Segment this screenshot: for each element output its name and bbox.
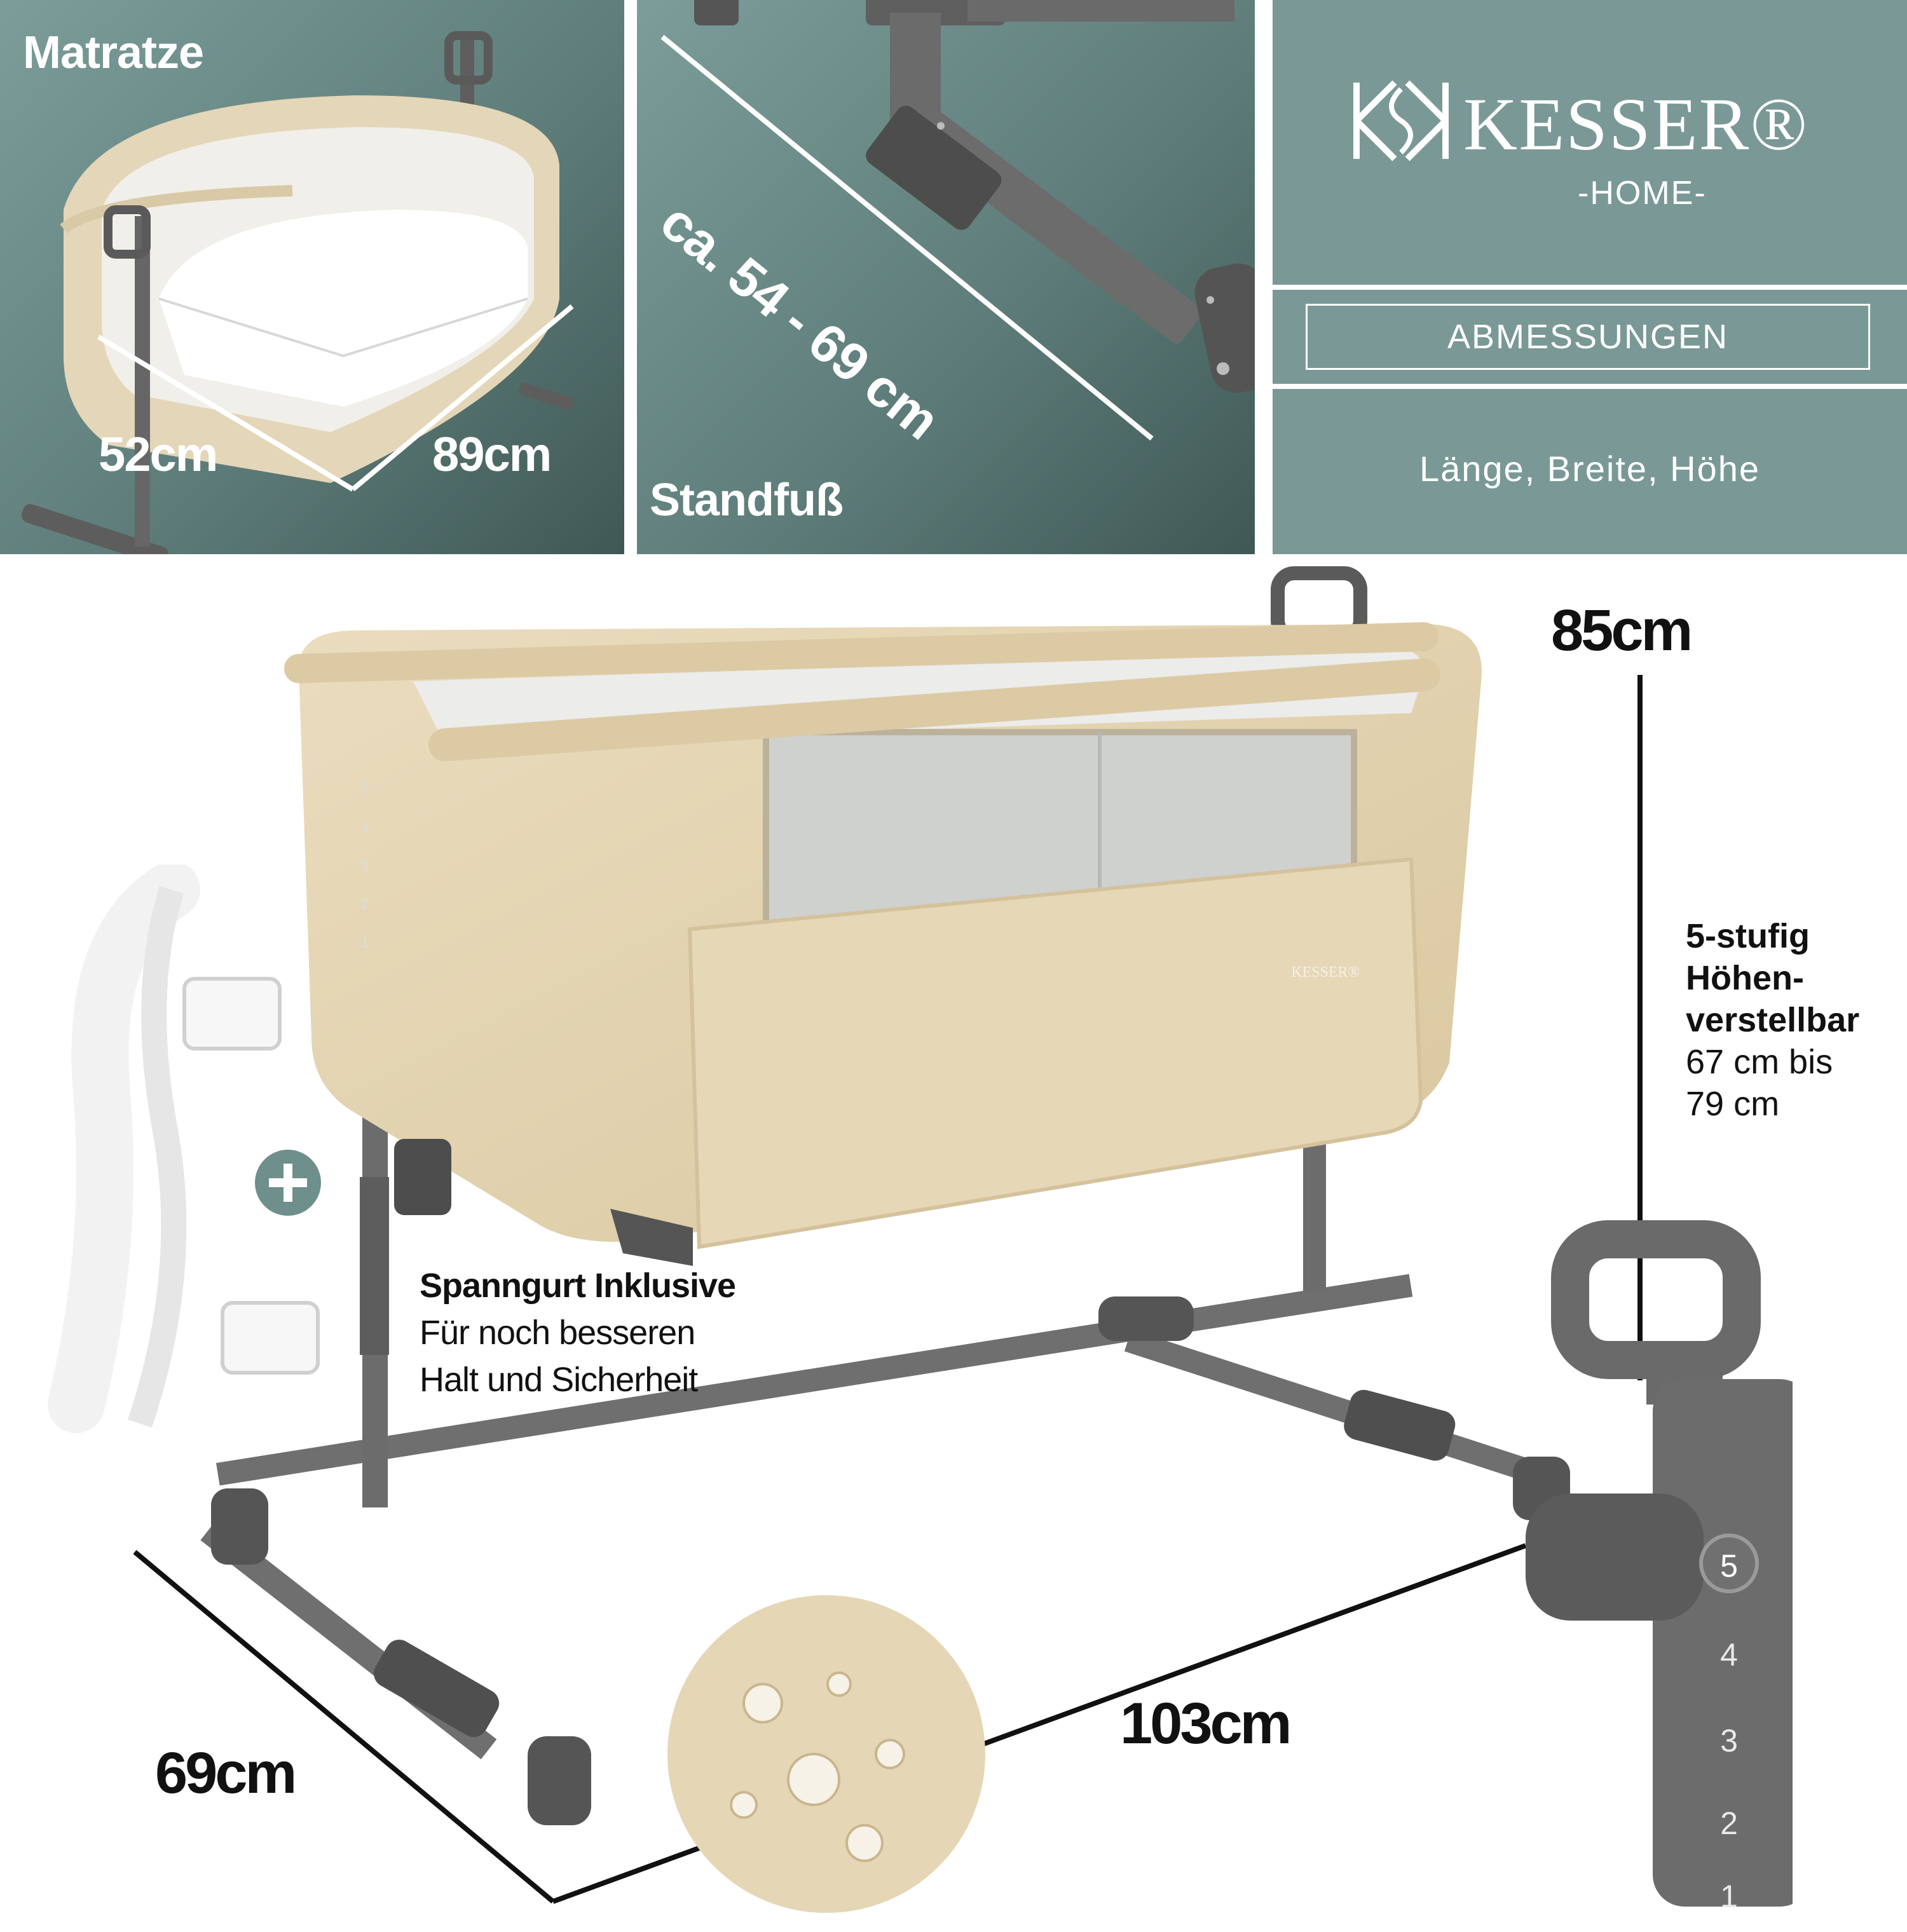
handle-level-1: 1 — [1720, 1879, 1738, 1914]
product-logo-text: KESSER® — [1291, 964, 1360, 981]
depth-total-label: 69cm — [155, 1741, 297, 1806]
handle-level-3: 3 — [1720, 1723, 1738, 1759]
brand-panel: KESSER® -HOME- ABMESSUNGEN Länge, Breite… — [1273, 0, 1907, 554]
handle-level-4: 4 — [1720, 1637, 1738, 1673]
strap-accessory-icon — [48, 864, 320, 1433]
mattress-illustration — [21, 31, 575, 554]
strap-info: Spanngurt Inklusive Für noch besseren Ha… — [420, 1262, 736, 1403]
height-total-label: 85cm — [1551, 598, 1693, 663]
pole-level-1: 1 — [361, 934, 369, 950]
height-adjust-line2: Höhen- — [1686, 959, 1804, 997]
pole-level-2: 2 — [361, 896, 369, 912]
plus-icon — [255, 1150, 321, 1216]
divider-top — [1273, 285, 1907, 290]
height-adjust-line1: 5-stufig — [1686, 917, 1810, 955]
dimensions-note: Länge, Breite, Höhe — [1419, 449, 1761, 489]
height-adjust-line4: 67 cm bis — [1686, 1043, 1833, 1081]
pole-level-3: 3 — [361, 858, 369, 874]
pole-level-4: 4 — [361, 820, 369, 836]
section-label-box: ABMESSUNGEN — [1306, 304, 1870, 370]
height-adjust-line5: 79 cm — [1686, 1085, 1780, 1123]
height-adjust-info: 5-stufig Höhen- verstellbar 67 cm bis 79… — [1686, 915, 1859, 1125]
handle-level-5: 5 — [1720, 1548, 1738, 1584]
strap-title: Spanngurt Inklusive — [420, 1267, 736, 1305]
brand-name: KESSER® — [1463, 83, 1808, 166]
stand-panel: ca. 54 - 69 cm Standfuß — [637, 0, 1255, 554]
divider-bottom — [1273, 384, 1907, 389]
height-adjust-closeup — [1526, 1220, 1793, 1907]
strap-line2: Halt und Sicherheit — [420, 1361, 698, 1399]
strap-line1: Für noch besseren — [420, 1314, 695, 1352]
handle-level-2: 2 — [1720, 1806, 1738, 1841]
stand-illustration — [660, 0, 1255, 441]
mattress-title: Matratze — [23, 27, 204, 78]
mattress-length-label: 89cm — [432, 428, 552, 482]
stand-title: Standfuß — [650, 475, 844, 526]
water-repellent-fabric-icon — [667, 1595, 985, 1913]
pole-level-5: 5 — [361, 779, 369, 795]
mattress-width-label: 52cm — [99, 428, 218, 482]
kesser-logo-icon — [1353, 80, 1449, 161]
brand-subtitle: -HOME- — [1578, 175, 1707, 212]
mattress-panel: Matratze 52cm 89cm — [0, 0, 624, 554]
height-adjust-line3: verstellbar — [1686, 1001, 1860, 1039]
width-total-label: 103cm — [1120, 1691, 1292, 1756]
section-label: ABMESSUNGEN — [1447, 318, 1729, 356]
bedside-crib-illustration: KESSER® — [133, 566, 1643, 1904]
